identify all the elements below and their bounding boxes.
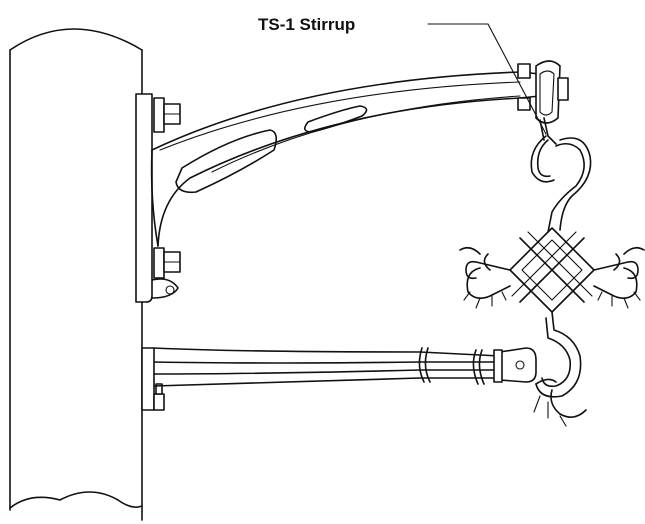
lower-bolt-icon [153, 247, 181, 279]
bracket-cutout-left [175, 129, 278, 194]
strut-band-left [418, 347, 425, 383]
upper-bolt-icon [153, 97, 181, 133]
callout-leader-line [427, 23, 547, 135]
ts1-stirrup [517, 60, 569, 145]
lower-hook [533, 311, 587, 427]
strut-bolt-icon [153, 383, 165, 411]
bracket-cutout-right [304, 105, 368, 133]
clevis-pin-icon [515, 360, 525, 370]
lower-strut [141, 347, 537, 411]
strut-band-right [472, 349, 479, 385]
stirrup-label: TS-1 Stirrup [258, 15, 355, 34]
stirrup-callout: TS-1 Stirrup [258, 15, 547, 135]
suspension-insulator [459, 227, 645, 313]
utility-pole [9, 28, 143, 521]
upper-hook [530, 135, 592, 233]
upper-bracket [135, 71, 541, 303]
